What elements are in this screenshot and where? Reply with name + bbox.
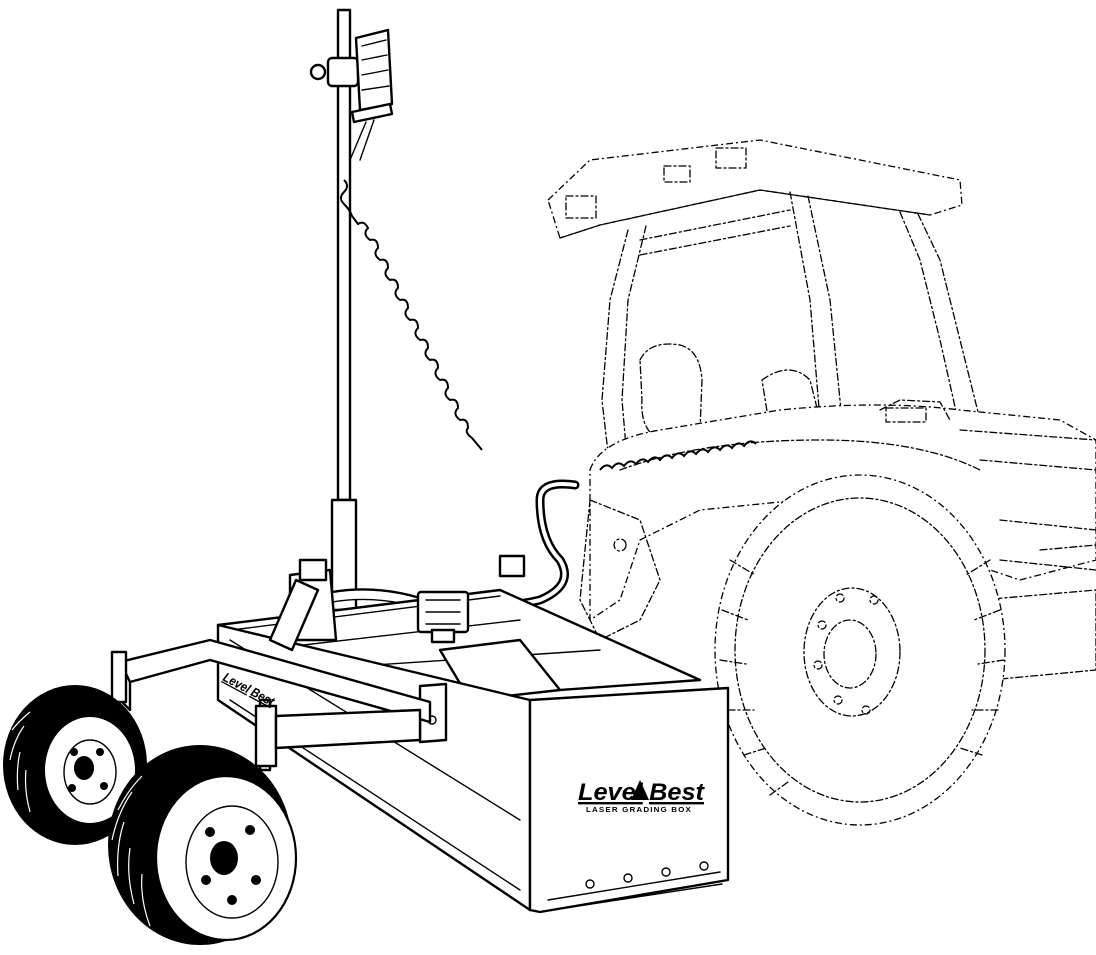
tractor-rops	[601, 191, 981, 471]
tractor-seat	[639, 343, 703, 441]
brand-logo-mark-icon	[631, 780, 649, 800]
brand-logo-right: Best	[649, 779, 705, 806]
laser-mast	[309, 8, 394, 612]
rear-right-wheel	[108, 745, 298, 945]
laser-receiver	[309, 28, 394, 161]
svg-text:LevelBest: LevelBest	[578, 779, 705, 806]
rear-left-wheel	[3, 685, 147, 845]
tractor-rear-tire	[714, 474, 1006, 826]
box-end-panel	[528, 686, 730, 914]
coiled-cable	[340, 179, 483, 451]
grading-box	[216, 588, 730, 914]
brand-logo-left: Level	[578, 779, 644, 806]
hydraulic-cylinder	[268, 558, 338, 652]
brand-subtitle: LASER GRADING BOX	[586, 807, 692, 814]
control-valve	[416, 554, 526, 644]
box-frame-arms	[110, 638, 432, 772]
